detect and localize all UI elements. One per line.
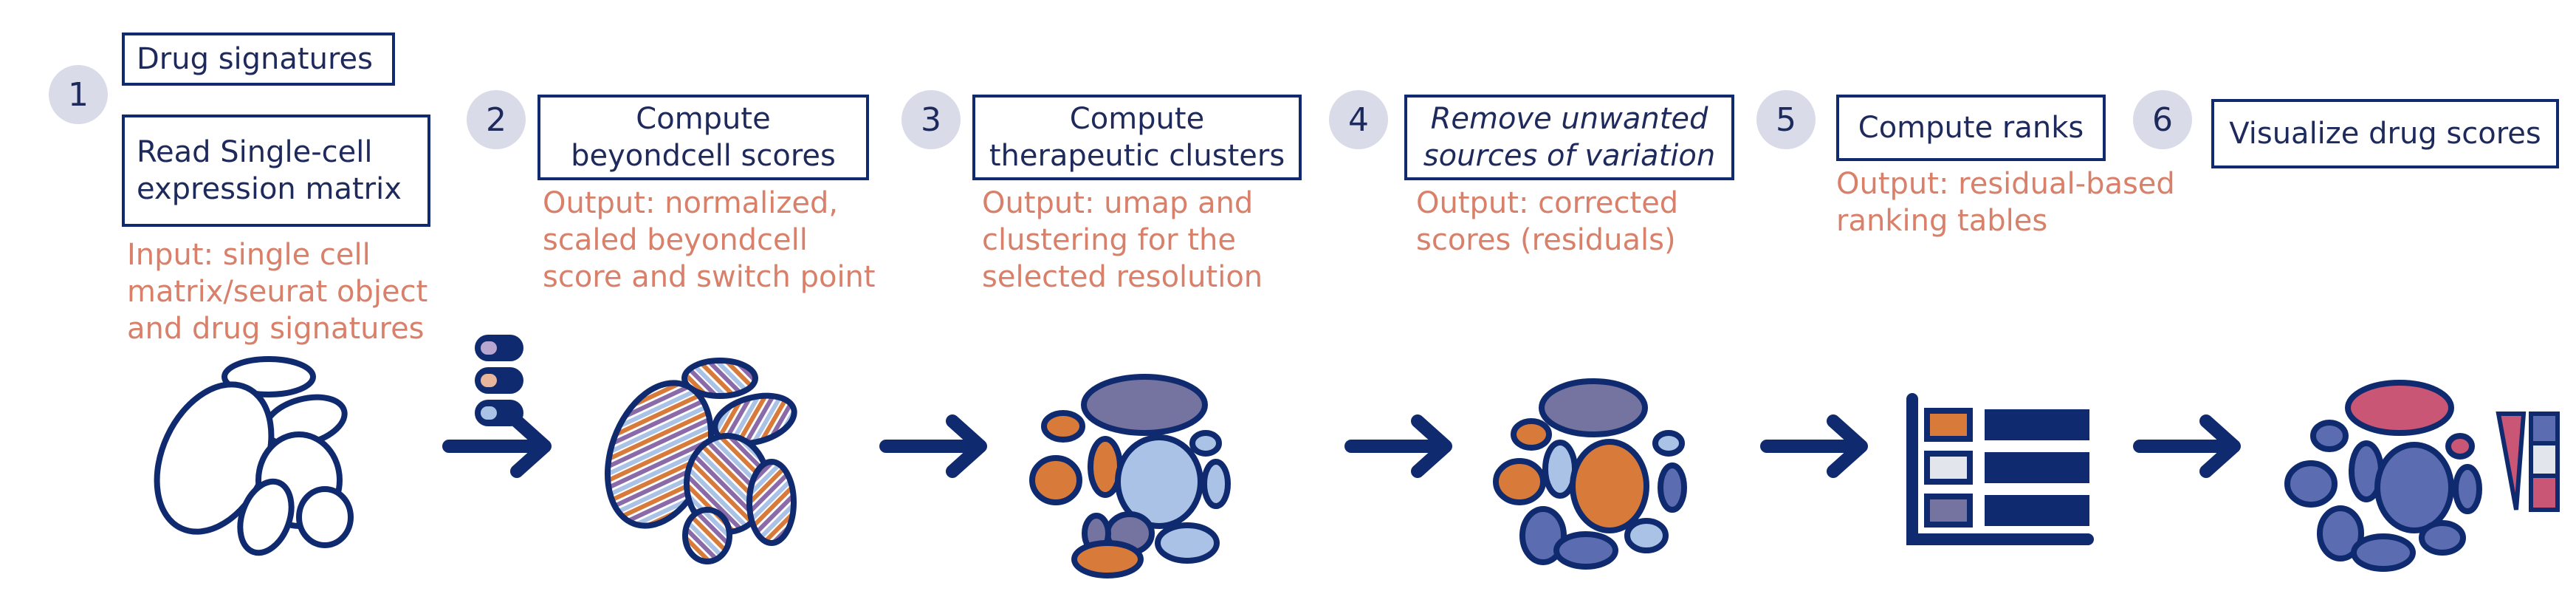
remove-variation-box: Remove unwanted sources of variation [1404,95,1734,180]
therapeutic-clusters-icon [1029,374,1231,578]
scored-cells-icon [604,358,797,564]
visualize-scores-box: Visualize drug scores [2211,99,2559,168]
therapeutic-clusters-box: Compute therapeutic clusters [972,95,1302,180]
step-2-note: Output: normalized, scaled beyondcell sc… [543,186,876,294]
step-4-note: Output: corrected scores (residuals) [1416,186,1679,257]
step-3-note: Output: umap and clustering for the sele… [982,186,1263,294]
step-1-note: Input: single cell matrix/seurat object … [127,238,428,346]
compute-ranks-box: Compute ranks [1836,95,2106,161]
step-1-number: 1 [49,65,108,124]
cell-outlines-icon [154,356,354,556]
step-5-note: Output: residual-based ranking tables [1836,167,2175,238]
arrow-icons [442,414,2241,478]
step-2-number: 2 [467,90,526,149]
drug-pills-icon [475,335,523,426]
step-4-number: 4 [1329,90,1388,149]
step-6-number: 6 [2133,90,2192,149]
compute-beyondcell-box: Compute beyondcell scores [537,95,869,180]
corrected-clusters-icon [1493,378,1687,570]
step-5-number: 5 [1756,90,1816,149]
visualized-clusters-icon [2284,380,2482,572]
drug-signatures-box: Drug signatures [122,33,395,86]
step-3-number: 3 [901,90,961,149]
ranking-table-icon [1906,393,2094,545]
read-matrix-box: Read Single-cell expression matrix [122,115,430,227]
score-scale-icon [2496,412,2560,512]
